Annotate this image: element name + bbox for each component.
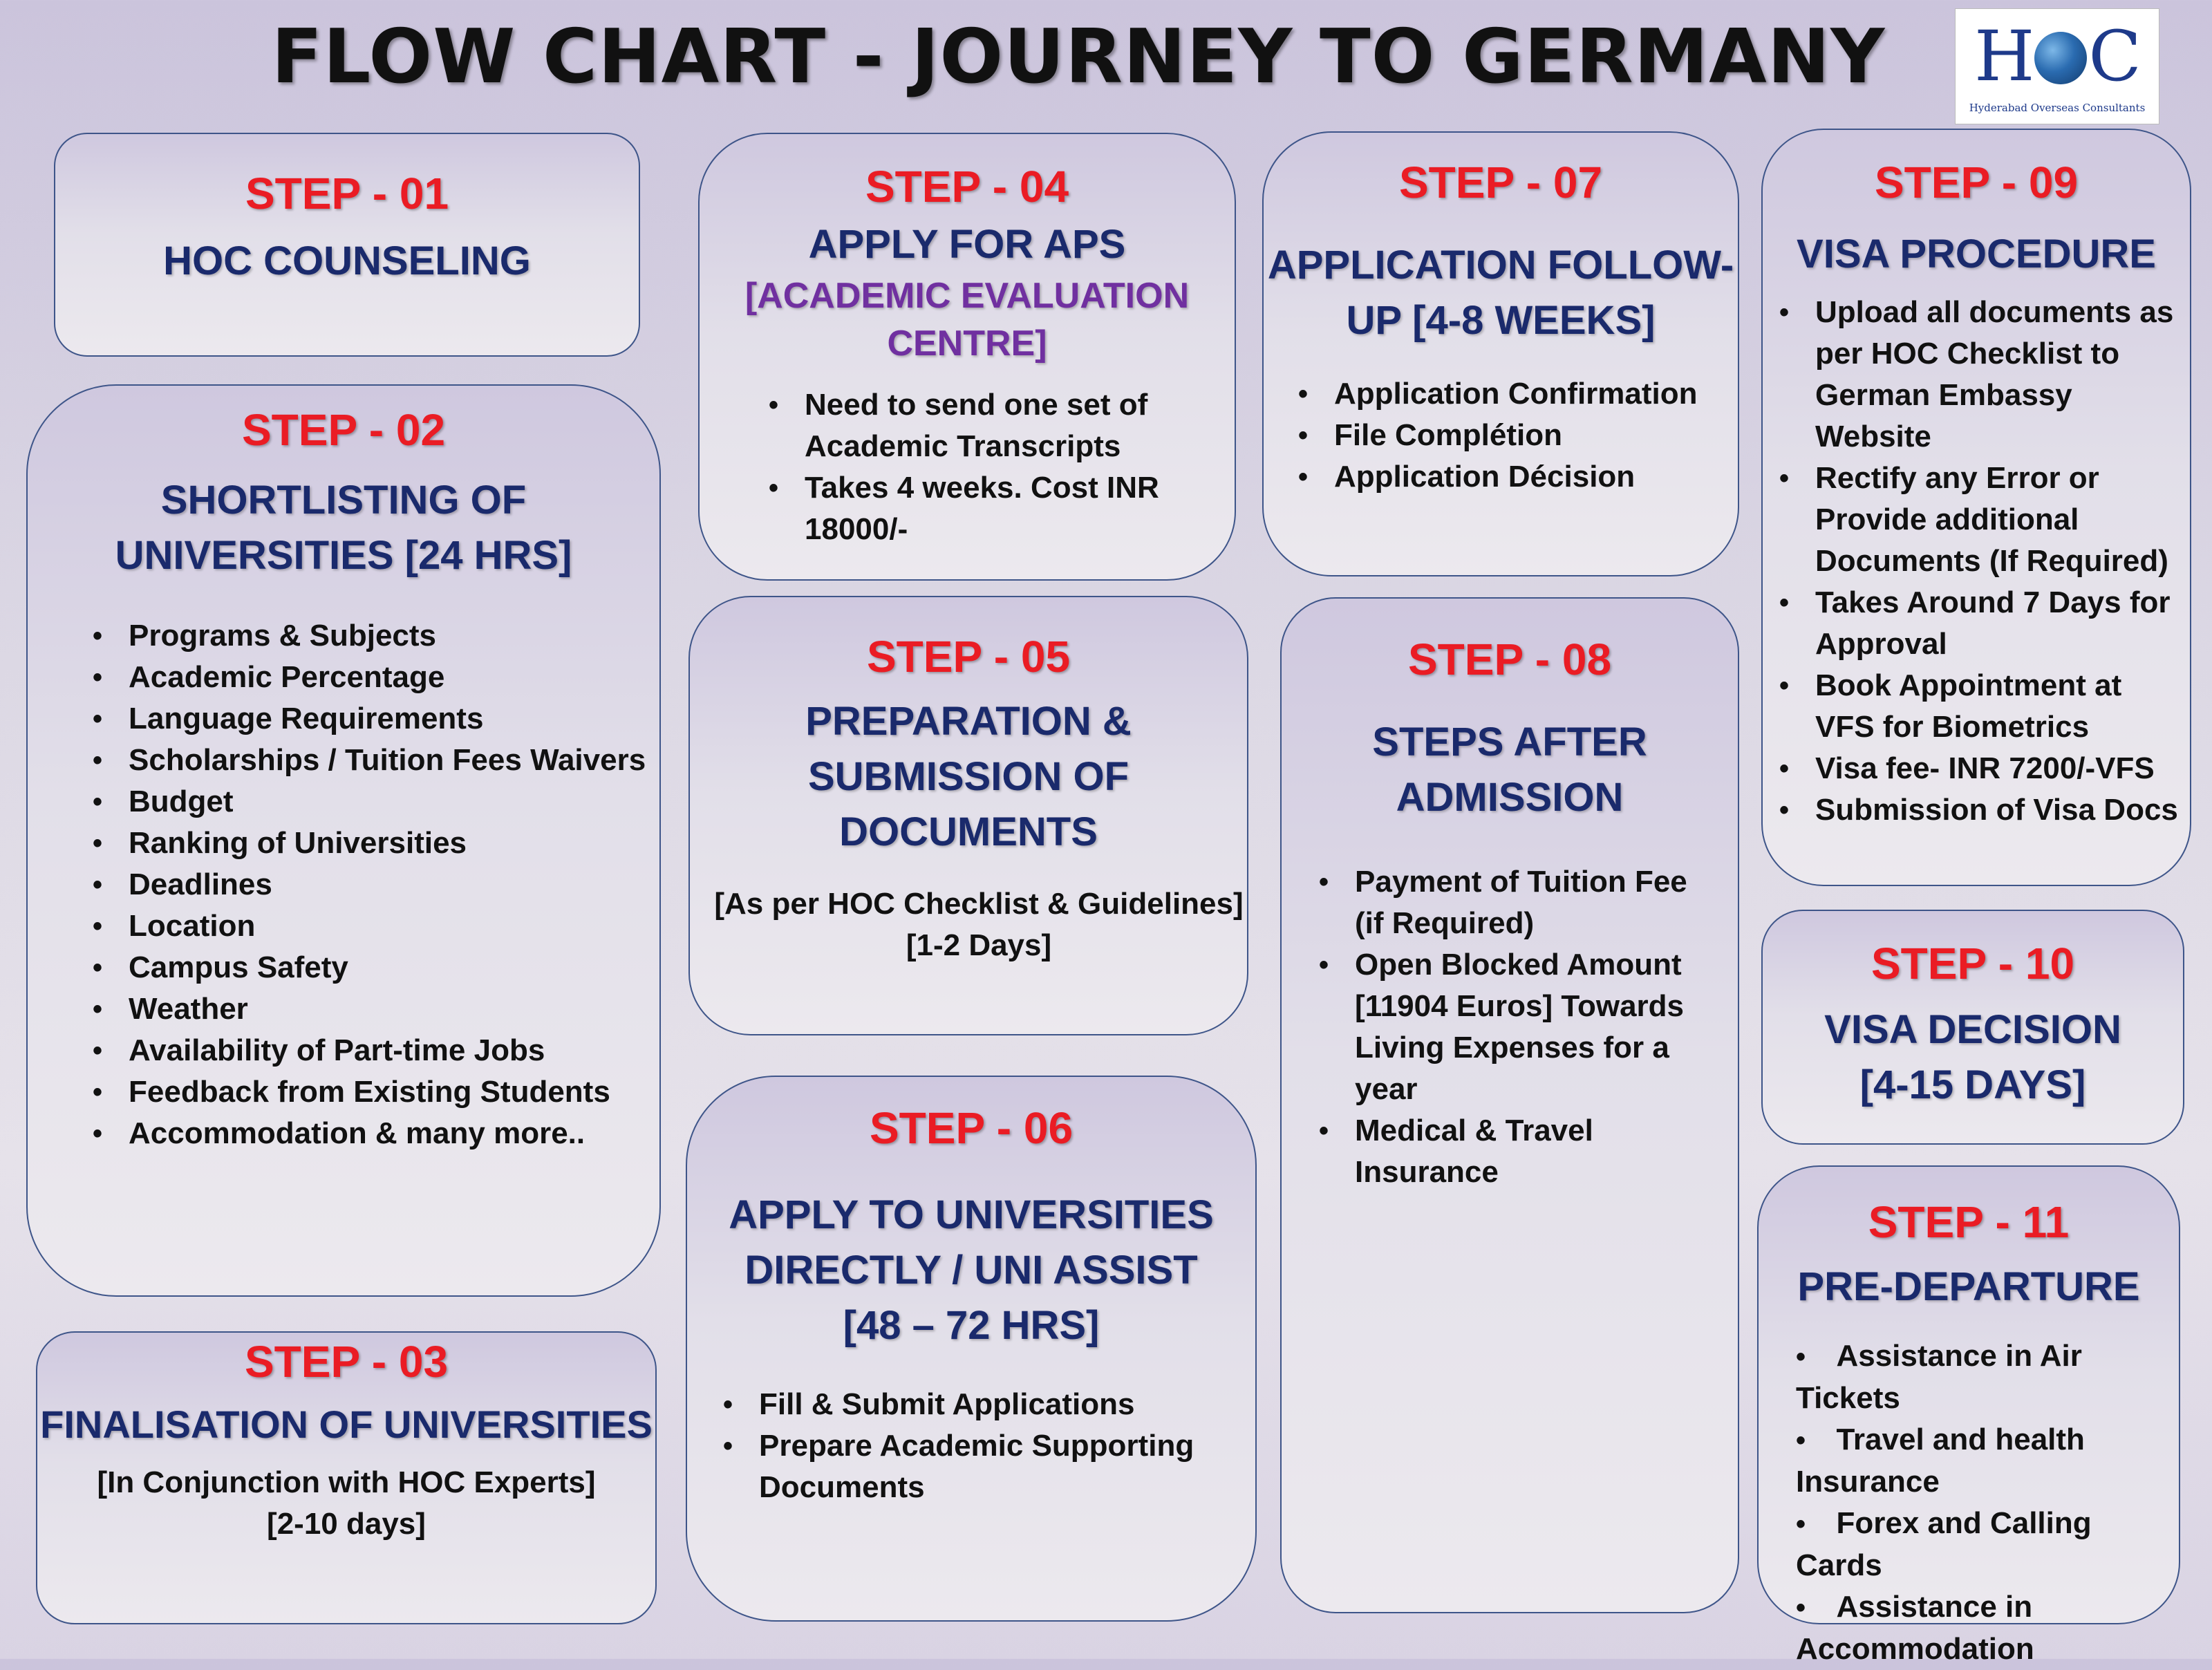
- step-02-item: Programs & Subjects: [87, 615, 659, 657]
- step-09-item: Upload all documents as per HOC Checklis…: [1774, 292, 2184, 458]
- step-11-item: Assistance in Accommodation: [1796, 1586, 2175, 1670]
- step-05-heading-line-3: DOCUMENTS: [839, 809, 1098, 854]
- step-04-item: Need to send one set of Academic Transcr…: [763, 384, 1207, 467]
- step-04-item: Takes 4 weeks. Cost INR 18000/-: [763, 467, 1207, 550]
- step-11-box: STEP - 11 PRE-DEPARTURE Assistance in Ai…: [1757, 1165, 2180, 1666]
- step-07-item: Application Décision: [1293, 456, 1717, 498]
- step-05-label: STEP - 05: [866, 632, 1071, 682]
- step-02-item: Campus Safety: [87, 947, 659, 988]
- step-04-subheading-line-1: [ACADEMIC EVALUATION: [744, 275, 1190, 316]
- step-02-item: Language Requirements: [87, 698, 659, 740]
- step-02-item: Budget: [87, 781, 659, 823]
- globe-icon: [2034, 32, 2088, 85]
- step-02-item: Location: [87, 906, 659, 947]
- step-09-box: STEP - 09 VISA PROCEDURE Upload all docu…: [1761, 129, 2191, 886]
- step-06-heading-line-3: [48 – 72 HRS]: [843, 1302, 1100, 1348]
- step-07-item: Application Confirmation: [1293, 373, 1717, 415]
- step-05-box: STEP - 05 PREPARATION & SUBMISSION OF DO…: [688, 596, 1248, 1035]
- step-03-heading: FINALISATION OF UNIVERSITIES: [40, 1402, 653, 1446]
- step-07-heading-line-2: UP [4-8 WEEKS]: [1346, 297, 1656, 343]
- step-02-heading-line-2: UNIVERSITIES [24 HRS]: [115, 532, 572, 578]
- step-02-label: STEP - 02: [241, 405, 446, 455]
- step-06-label: STEP - 06: [869, 1103, 1074, 1153]
- step-03-label: STEP - 03: [244, 1337, 449, 1387]
- step-01-heading: HOC COUNSELING: [163, 238, 531, 283]
- step-08-item: Payment of Tuition Fee (if Required): [1313, 861, 1717, 944]
- step-02-item: Ranking of Universities: [87, 823, 659, 864]
- step-02-item: Availability of Part-time Jobs: [87, 1030, 659, 1071]
- step-06-heading-line-2: DIRECTLY / UNI ASSIST: [744, 1247, 1198, 1293]
- step-08-heading-line-2: ADMISSION: [1396, 774, 1624, 820]
- step-09-item: Book Appointment at VFS for Biometrics: [1774, 665, 2184, 748]
- logo-letter-c: C: [2088, 16, 2141, 97]
- step-05-heading-line-2: SUBMISSION OF: [807, 753, 1130, 799]
- step-06-heading-line-1: APPLY TO UNIVERSITIES: [729, 1192, 1214, 1237]
- step-09-item: Rectify any Error or Provide additional …: [1774, 458, 2184, 582]
- step-09-list: Upload all documents as per HOC Checklis…: [1774, 292, 2184, 831]
- step-02-heading-line-1: SHORTLISTING OF: [160, 477, 527, 523]
- step-02-item: Feedback from Existing Students: [87, 1071, 659, 1113]
- step-06-item: Prepare Academic Supporting Documents: [718, 1425, 1228, 1508]
- step-05-heading-line-1: PREPARATION &: [805, 698, 1132, 744]
- step-08-box: STEP - 08 STEPS AFTER ADMISSION Payment …: [1280, 597, 1739, 1613]
- step-09-item: Takes Around 7 Days for Approval: [1774, 582, 2184, 665]
- step-08-heading-line-1: STEPS AFTER: [1372, 719, 1647, 764]
- step-08-item: Medical & Travel Insurance: [1313, 1110, 1717, 1193]
- step-02-box: STEP - 02 SHORTLISTING OF UNIVERSITIES […: [26, 384, 661, 1297]
- step-10-heading-line-1: VISA DECISION: [1824, 1006, 2121, 1052]
- step-02-item: Scholarships / Tuition Fees Waivers: [87, 740, 659, 781]
- step-09-item: Visa fee- INR 7200/-VFS: [1774, 748, 2184, 789]
- step-02-item: Academic Percentage: [87, 657, 659, 698]
- step-10-box: STEP - 10 VISA DECISION [4-15 DAYS]: [1761, 910, 2184, 1145]
- step-04-heading: APPLY FOR APS: [808, 221, 1126, 267]
- step-08-label: STEP - 08: [1407, 635, 1612, 684]
- step-06-box: STEP - 06 APPLY TO UNIVERSITIES DIRECTLY…: [686, 1076, 1257, 1622]
- logo-subtitle: Hyderabad Overseas Consultants: [1969, 102, 2146, 114]
- step-11-item: Travel and health Insurance: [1796, 1419, 2175, 1503]
- step-07-label: STEP - 07: [1398, 158, 1603, 207]
- step-05-note-line-2: [1-2 Days]: [906, 928, 1052, 962]
- step-07-box: STEP - 07 APPLICATION FOLLOW- UP [4-8 WE…: [1262, 131, 1739, 576]
- step-04-subheading-line-2: CENTRE]: [887, 323, 1047, 364]
- step-11-heading: PRE-DEPARTURE: [1797, 1264, 2140, 1309]
- step-08-list: Payment of Tuition Fee (if Required) Ope…: [1313, 861, 1717, 1193]
- step-03-note-line-2: [2-10 days]: [267, 1506, 426, 1541]
- step-03-box: STEP - 03 FINALISATION OF UNIVERSITIES […: [36, 1331, 657, 1624]
- step-11-item: Forex and Calling Cards: [1796, 1503, 2175, 1586]
- step-04-box: STEP - 04 APPLY FOR APS [ACADEMIC EVALUA…: [698, 133, 1236, 581]
- step-07-heading-line-1: APPLICATION FOLLOW-: [1267, 242, 1734, 288]
- step-06-item: Fill & Submit Applications: [718, 1384, 1228, 1425]
- step-02-item: Deadlines: [87, 864, 659, 906]
- step-07-list: Application Confirmation File Complétion…: [1293, 373, 1717, 498]
- step-03-note-line-1: [In Conjunction with HOC Experts]: [97, 1465, 596, 1499]
- step-10-heading-line-2: [4-15 DAYS]: [1859, 1062, 2086, 1107]
- step-09-item: Submission of Visa Docs: [1774, 789, 2184, 831]
- step-05-note-line-1: [As per HOC Checklist & Guidelines]: [714, 886, 1244, 921]
- step-02-item: Accommodation & many more..: [87, 1113, 659, 1154]
- step-11-list: Assistance in Air Tickets Travel and hea…: [1796, 1335, 2175, 1670]
- step-01-box: STEP - 01 HOC COUNSELING: [54, 133, 640, 357]
- step-02-list: Programs & Subjects Academic Percentage …: [87, 615, 659, 1154]
- step-09-label: STEP - 09: [1874, 158, 2079, 207]
- page-title: FLOW CHART - JOURNEY TO GERMANY: [271, 14, 1886, 100]
- step-06-list: Fill & Submit Applications Prepare Acade…: [718, 1384, 1228, 1508]
- step-07-item: File Complétion: [1293, 415, 1717, 456]
- step-11-label: STEP - 11: [1868, 1197, 2070, 1247]
- step-11-item: Assistance in Air Tickets: [1796, 1335, 2175, 1419]
- step-04-list: Need to send one set of Academic Transcr…: [763, 384, 1207, 550]
- step-04-label: STEP - 04: [865, 162, 1069, 212]
- step-08-item: Open Blocked Amount [11904 Euros] Toward…: [1313, 944, 1717, 1110]
- step-09-heading: VISA PROCEDURE: [1797, 231, 2156, 276]
- step-01-label: STEP - 01: [245, 169, 449, 218]
- logo-letter-h: H: [1974, 16, 2034, 97]
- step-02-item: Weather: [87, 988, 659, 1030]
- step-10-label: STEP - 10: [1871, 939, 2075, 988]
